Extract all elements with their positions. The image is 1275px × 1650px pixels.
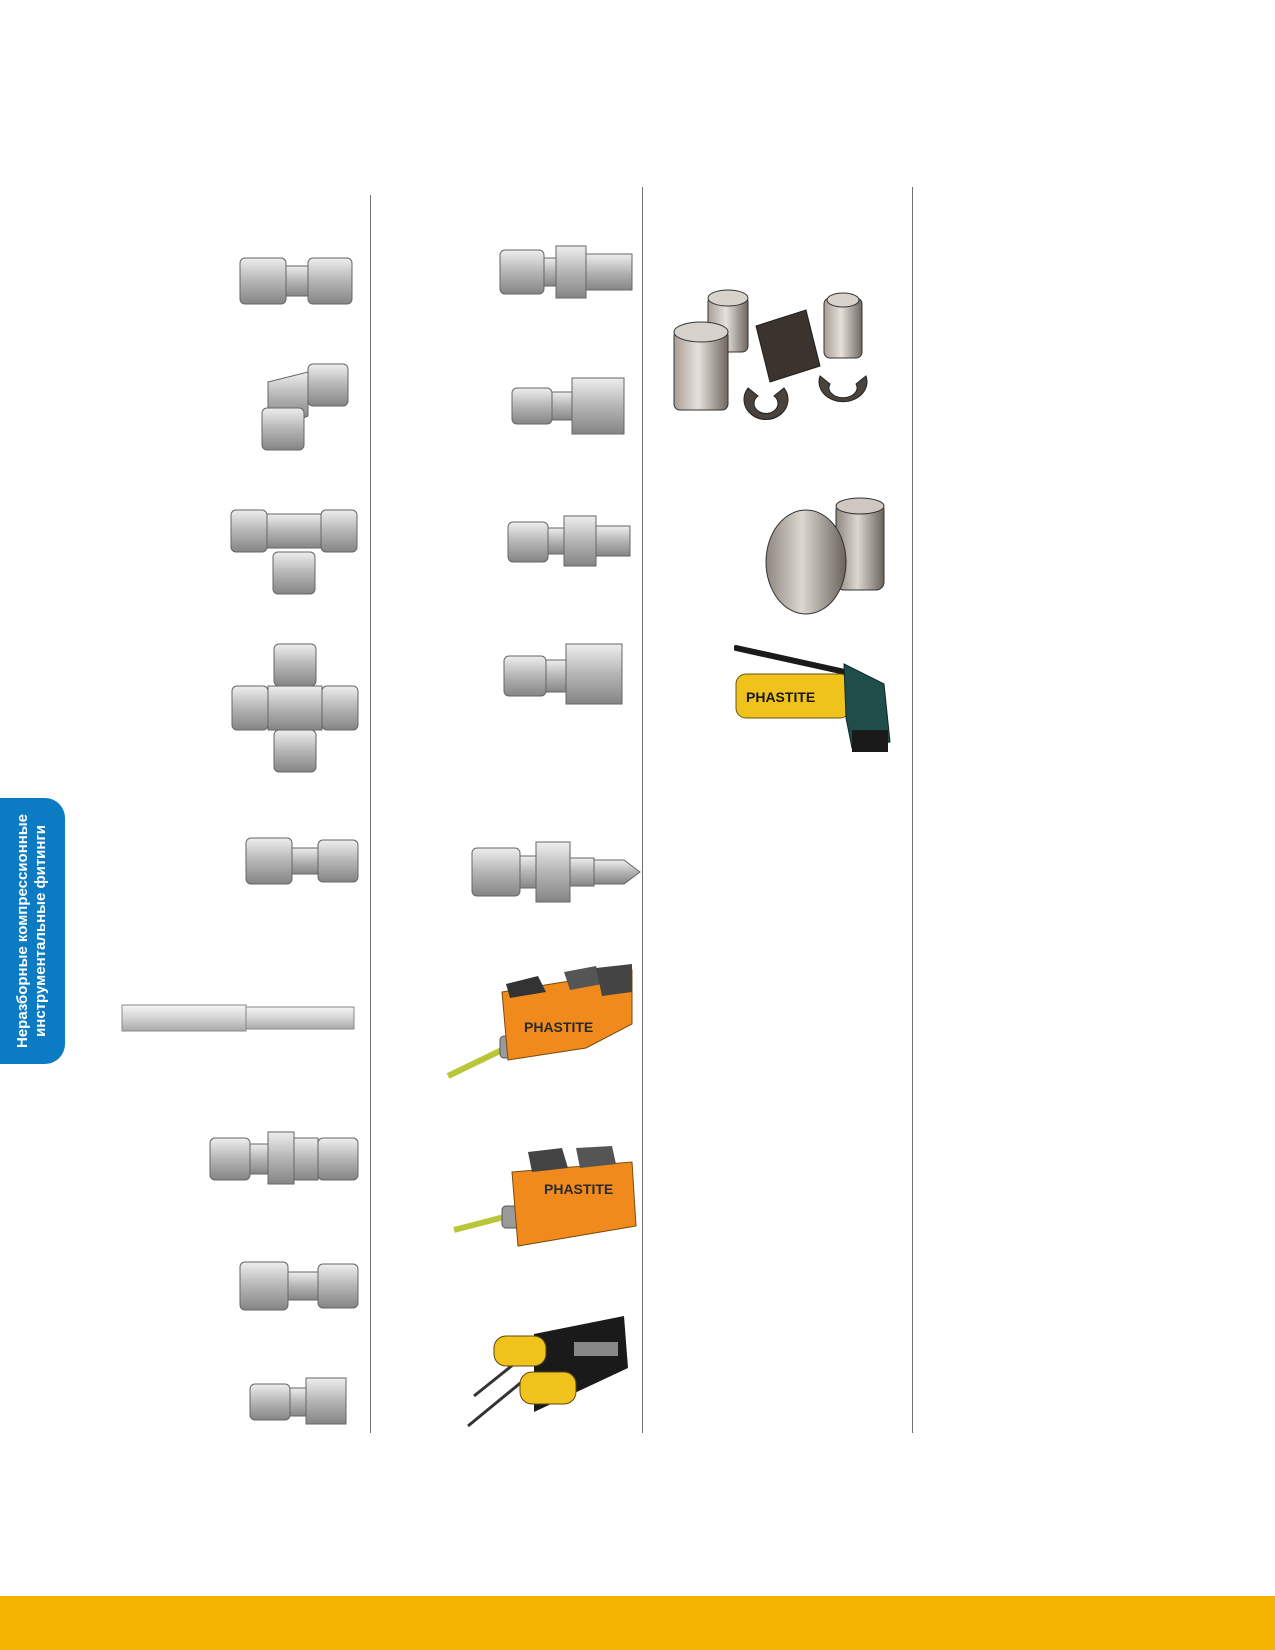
tube-stub	[120, 1003, 356, 1033]
section-tab-line-2: инструментальные фитинги	[32, 825, 49, 1037]
die-holder	[764, 496, 890, 618]
fitting-male-connector	[498, 244, 634, 300]
footer-band	[0, 1596, 1275, 1650]
fitting-port-connector	[506, 514, 632, 568]
column-divider-2	[642, 187, 643, 1433]
pump-brand: PHASTITE	[746, 689, 815, 705]
column-divider-3	[912, 187, 913, 1433]
section-tab	[0, 798, 65, 1064]
fitting-female-connector-large	[502, 642, 624, 706]
tool-1-brand: PHASTITE	[524, 1019, 593, 1035]
assembly-tool-yellow	[464, 1316, 630, 1428]
section-tab-line-1: Неразборные компрессионные	[14, 814, 31, 1048]
fitting-female-connector	[248, 1376, 348, 1426]
tool-2-brand: PHASTITE	[544, 1181, 613, 1197]
fitting-tee	[229, 508, 359, 596]
section-tab-label: Неразборные компрессионные инструменталь…	[14, 814, 50, 1048]
ferrule-dies-set	[670, 286, 884, 444]
assembly-tool-orange-2: PHASTITE	[452, 1146, 638, 1250]
fitting-reducing-union	[238, 1260, 360, 1312]
fitting-female-adapter	[510, 376, 626, 436]
column-divider-1	[370, 195, 371, 1433]
fitting-reducer	[244, 836, 360, 886]
fitting-union	[238, 254, 354, 308]
fitting-cross	[230, 642, 360, 774]
assembly-tool-orange: PHASTITE	[446, 964, 634, 1080]
fitting-weld-connector	[470, 840, 642, 904]
fitting-elbow	[258, 362, 350, 452]
hand-pump: PHASTITE	[734, 644, 894, 766]
fitting-bulkhead-union	[208, 1130, 360, 1186]
